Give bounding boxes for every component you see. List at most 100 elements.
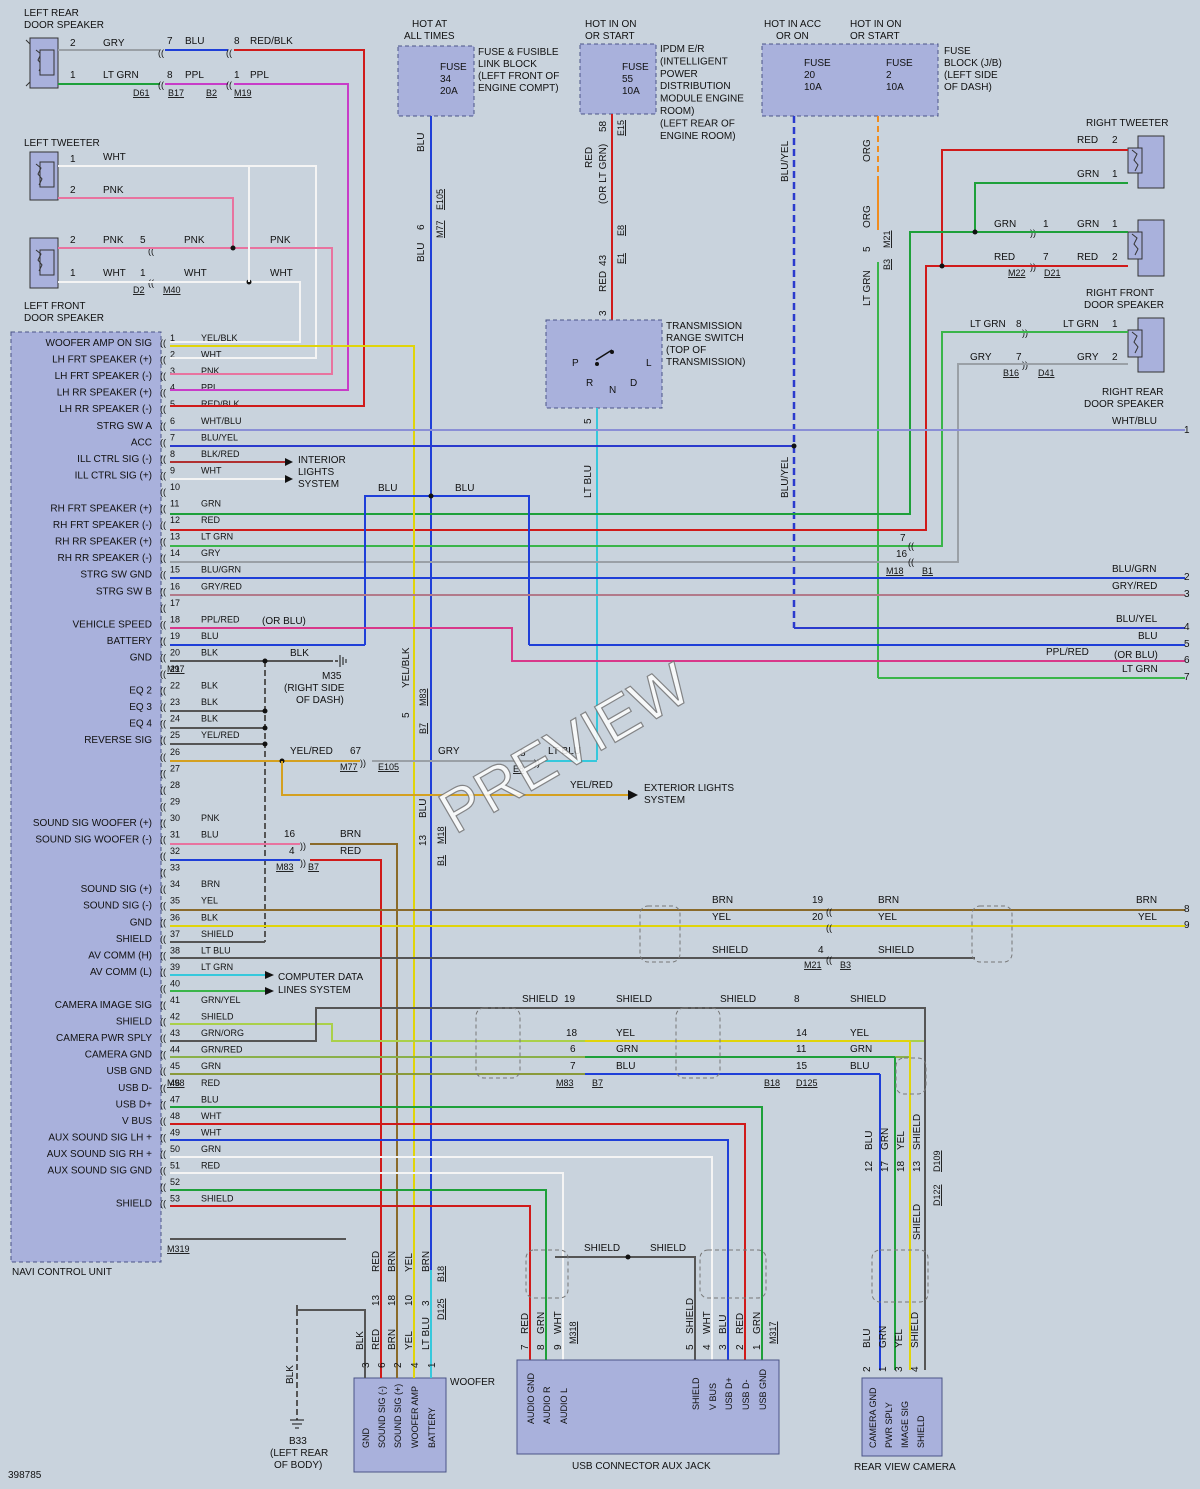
svg-text:((: (( — [160, 983, 166, 993]
f34-desc1: LINK BLOCK — [478, 59, 537, 70]
mid-shield-c: SHIELD — [522, 994, 558, 1005]
svg-text:((: (( — [160, 1166, 166, 1176]
navi-pin-label: V BUS — [122, 1116, 152, 1127]
navi-pin-number: 18 — [170, 614, 180, 624]
navi-pin-label: RH FRT SPEAKER (+) — [50, 504, 152, 515]
svg-text:((: (( — [160, 586, 166, 596]
mid-n5: 5 — [401, 712, 412, 718]
lt-pin2: 2 — [70, 185, 76, 196]
left-tweeter-label: LEFT TWEETER — [24, 138, 100, 149]
f34-desc2: (LEFT FRONT OF — [478, 71, 559, 82]
desc-line: FUSE — [944, 46, 971, 57]
navi-pin-number: 2 — [170, 350, 175, 360]
navi-pin-number: 34 — [170, 879, 180, 889]
navi-pin-number: 41 — [170, 995, 180, 1005]
f55-hot2: OR START — [585, 31, 635, 42]
usb-left-num: 8 — [536, 1344, 547, 1350]
m35-l3: OF DASH) — [296, 695, 344, 706]
navi-pin-label: LH FRT SPEAKER (+) — [52, 355, 152, 366]
navi-pin-number: 43 — [170, 1028, 180, 1038]
svg-text:((: (( — [160, 818, 166, 828]
navi-pin-number: 30 — [170, 813, 180, 823]
navi-wire-color: PPL — [201, 383, 218, 393]
navi-pin-number: 24 — [170, 714, 180, 724]
transmission-range-switch — [545, 319, 663, 409]
navi-pin-number: 38 — [170, 945, 180, 955]
woofer-gnd-l1: B33 — [289, 1436, 307, 1447]
svg-text:((: (( — [160, 1199, 166, 1209]
woofer-wire: LT BLU — [421, 1317, 432, 1350]
svg-text:((: (( — [158, 80, 164, 90]
svg-text:((: (( — [160, 603, 166, 613]
navi-pin-label: EQ 3 — [129, 702, 152, 713]
mid-grn-d: GRN — [850, 1044, 872, 1055]
mid-yel-b: YEL — [878, 912, 897, 923]
re-num-5: 5 — [1184, 639, 1190, 650]
woofer-upper-wire: BRN — [421, 1251, 432, 1272]
lr-wire-ppl: PPL — [185, 70, 204, 81]
re-num-8: 8 — [1184, 904, 1190, 915]
svg-text:((: (( — [160, 901, 166, 911]
f34-wire2: BLU — [416, 243, 427, 262]
navi-wire-color: GRN/YEL — [201, 995, 241, 1005]
navi-wire-color: BLU/GRN — [201, 565, 241, 575]
camera-wire: YEL — [894, 1329, 905, 1348]
navi-wire-color: PPL/RED — [201, 614, 240, 624]
usb-conn-m318: M318 — [568, 1321, 578, 1344]
left-rear-speaker-icon — [25, 37, 59, 89]
re-num-6: 6 — [1184, 655, 1190, 666]
navi-pin-label: AUX SOUND SIG RH + — [47, 1149, 152, 1160]
mid-n18: 18 — [566, 1028, 578, 1039]
navi-pin-number: 46 — [170, 1078, 180, 1088]
lf-pin1: 1 — [70, 268, 76, 279]
mid-blu-a: BLU — [378, 483, 397, 494]
camera-pin: 3 — [894, 1366, 905, 1372]
svg-text:)): )) — [300, 858, 306, 868]
camera-pin: 4 — [910, 1366, 921, 1372]
lf-wire-wht3: WHT — [270, 268, 293, 279]
navi-pin-label: GND — [130, 652, 152, 663]
usb-left-label: AUDIO L — [559, 1388, 569, 1424]
svg-text:((: (( — [826, 923, 832, 933]
re-num-7: 7 — [1184, 672, 1190, 683]
navi-pin-number: 40 — [170, 978, 180, 988]
navi-wire-color: WHT — [201, 465, 222, 475]
svg-text:((: (( — [826, 955, 832, 965]
navi-pin-number: 23 — [170, 697, 180, 707]
mid-blu-b: BLU — [455, 483, 474, 494]
desc-line: POWER — [660, 69, 698, 80]
woofer-pin: 3 — [361, 1362, 372, 1368]
navi-wire-color: LT GRN — [201, 962, 233, 972]
usb-left-label: AUDIO GND — [526, 1372, 536, 1424]
navi-pin-label: SHIELD — [116, 934, 152, 945]
mid-conn-e105: E105 — [378, 762, 399, 772]
navi-pin-number: 42 — [170, 1012, 180, 1022]
mid-n11: 11 — [796, 1044, 807, 1055]
lr-num8: 8 — [167, 70, 173, 81]
navi-wire-color: RED/BLK — [201, 399, 240, 409]
f55-wire-alt: (OR LT GRN) — [598, 144, 609, 204]
navi-pin-number: 1 — [170, 333, 175, 343]
navi-wire-color: RED — [201, 1161, 221, 1171]
or-blu-1: (OR BLU) — [262, 616, 306, 627]
lt-wire2: PNK — [103, 185, 124, 196]
navi-pin-label: CAMERA PWR SPLY — [56, 1033, 152, 1044]
desc-line: MODULE ENGINE — [660, 94, 744, 105]
rt-wire-grn: GRN — [1077, 169, 1099, 180]
lf-wire-wht2: WHT — [184, 268, 207, 279]
navi-pin-label: AUX SOUND SIG GND — [48, 1166, 152, 1177]
navi-pin-number: 22 — [170, 681, 180, 691]
desc-line: TRANSMISSION — [666, 321, 742, 332]
navi-wire-color: YEL — [201, 896, 218, 906]
conn-d2: D2 — [133, 285, 145, 295]
woofer-box — [353, 1377, 447, 1473]
mid-conn-b18: B18 — [764, 1078, 780, 1088]
conn-d61: D61 — [133, 88, 150, 98]
re-num-1: 1 — [1184, 425, 1190, 436]
rr-wire-gry2: GRY — [1077, 352, 1099, 363]
conn-m19: M19 — [234, 88, 252, 98]
mid-conn-d125: D125 — [796, 1078, 818, 1088]
rf-pin2: 2 — [1112, 252, 1118, 263]
cv-grn: GRN — [880, 1128, 891, 1150]
